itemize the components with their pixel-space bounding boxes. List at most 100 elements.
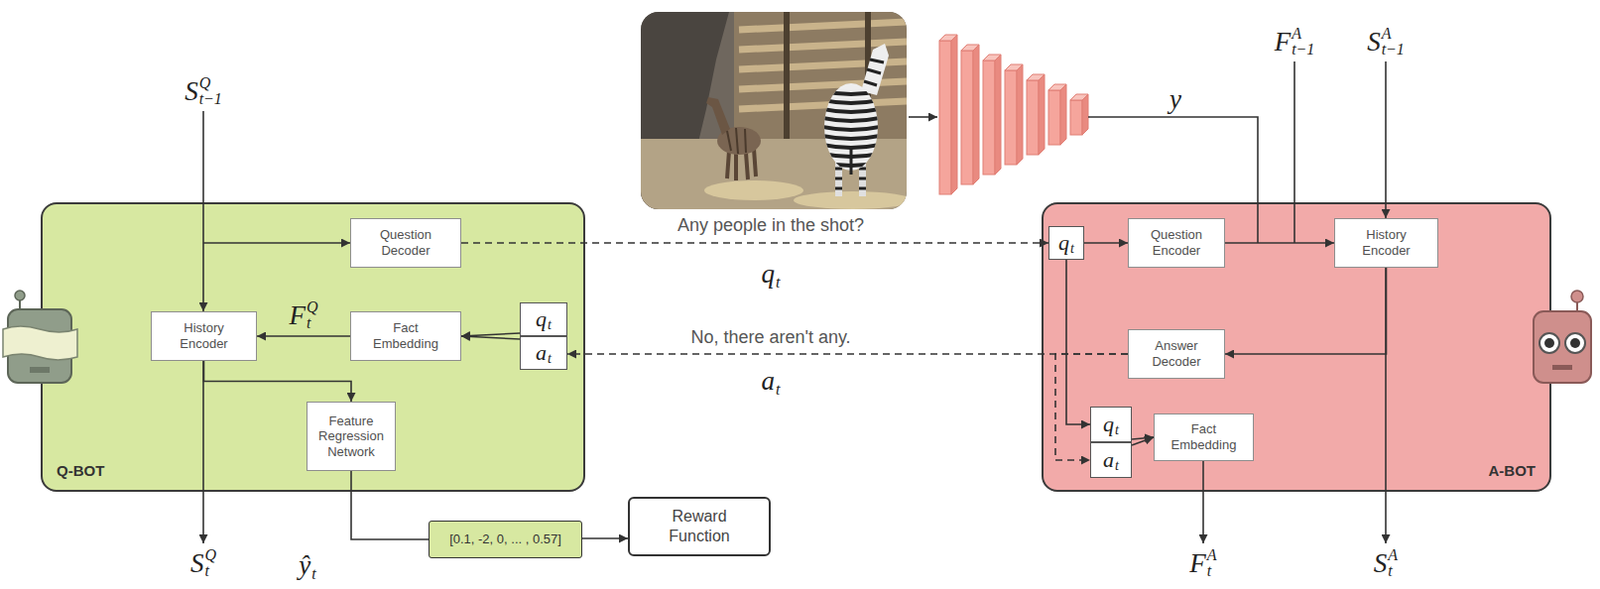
foal-stripes (727, 127, 746, 154)
token-symbol: q (535, 308, 547, 331)
fact-wire (1202, 461, 1205, 544)
subscript: t (547, 352, 552, 367)
math-symbol: F (288, 302, 306, 330)
cnn-layer (951, 34, 958, 195)
cnn-icon (939, 34, 1089, 195)
math-label: SAt (1373, 547, 1398, 580)
cnn-layer (939, 40, 952, 195)
antenna-tip (1571, 290, 1584, 303)
subscript: t (1114, 459, 1119, 474)
script-stack: Qt (306, 299, 319, 332)
module-box: Answer Decoder (1127, 329, 1226, 379)
script-stack: Qt−1 (199, 75, 223, 108)
math-label: qt (761, 260, 781, 288)
math-symbol: a (761, 368, 776, 395)
cnn-layer (983, 60, 995, 175)
cnn-layer (1060, 84, 1067, 145)
state-wire (203, 242, 351, 245)
message-arrow (461, 242, 1049, 245)
module-box: History Encoder (150, 311, 257, 362)
neck-stripes (863, 59, 884, 86)
math-label: FAt (1189, 547, 1217, 580)
math-label: FQt (288, 299, 318, 332)
fact-wire (1293, 61, 1296, 244)
superscript: A (1207, 547, 1218, 564)
fence-slats (738, 21, 907, 110)
superscript: Q (199, 75, 212, 92)
box-label: Answer Decoder (1141, 338, 1212, 370)
antenna-tip (14, 290, 25, 301)
image-wire (908, 116, 938, 119)
message-text: Any people in the shot? (677, 215, 864, 238)
module-box: Question Encoder (1127, 218, 1226, 268)
math-symbol: S (1366, 28, 1381, 56)
superscript: A (1381, 25, 1392, 42)
robot-grille (29, 367, 50, 373)
math-label: SQt (190, 547, 217, 580)
subscript: t (1114, 423, 1119, 438)
module-box: Fact Embedding (1153, 413, 1254, 462)
robot-grille (1552, 365, 1573, 370)
connector (1225, 242, 1335, 245)
cnn-layer (1026, 80, 1039, 155)
box-label: Fact Embedding (1167, 421, 1240, 453)
fence (734, 11, 907, 141)
agent-panel: Q-BOTQuestion DecoderHistory EncoderFact… (40, 202, 586, 493)
module-box: Feature Regression Network (306, 401, 396, 472)
photo-ground (640, 11, 907, 210)
math-symbol: y (1169, 86, 1182, 114)
box-label: Question Decoder (364, 227, 448, 258)
script-stack: At (1207, 547, 1218, 580)
zebra-photo (640, 11, 907, 210)
cnn-layer (1048, 90, 1061, 145)
superscript: Q (204, 547, 217, 564)
subscript: t (311, 565, 316, 582)
token-symbol: q (1103, 413, 1114, 436)
hay (793, 191, 907, 210)
token-box: at (1090, 442, 1132, 479)
math-label: ŷt (298, 552, 316, 580)
connector (1084, 242, 1128, 245)
math-label: at (761, 368, 781, 395)
connector (582, 537, 628, 540)
zebra-tail (850, 148, 854, 175)
cnn-layer (1082, 94, 1089, 135)
token-symbol: a (1103, 449, 1114, 472)
connector (256, 335, 351, 338)
token-box: qt (1090, 406, 1132, 443)
subscript: t (775, 273, 780, 290)
box-label: Reward Function (659, 506, 739, 547)
script-stack: At−1 (1381, 25, 1405, 58)
math-symbol: ŷ (298, 552, 311, 580)
robot-pupil (1570, 338, 1581, 349)
message-arrow (567, 353, 1128, 356)
subscript: t (1207, 563, 1212, 580)
hay (704, 180, 804, 201)
cnn-layer (1004, 70, 1017, 165)
subscript: t−1 (1291, 41, 1315, 58)
robot-eye (1565, 333, 1586, 354)
state-wire (202, 361, 205, 544)
vector-box: [0.1, -2, 0, ... , 0.57] (428, 520, 583, 559)
robot-pupil (1544, 338, 1555, 349)
state-wire (202, 111, 205, 312)
subscript: t (306, 315, 311, 332)
module-box: Fact Embedding (350, 311, 462, 362)
message-text: No, there aren't any. (690, 327, 851, 350)
script-stack: Qt (204, 547, 217, 580)
token-box: qt (519, 302, 568, 337)
script-stack: At (1387, 547, 1398, 580)
cnn-layer (1070, 100, 1083, 135)
box-label: Feature Regression Network (312, 413, 390, 461)
box-label: History Encoder (164, 320, 244, 352)
math-symbol: S (1373, 550, 1388, 578)
subscript: t (204, 563, 209, 580)
math-symbol: S (190, 550, 205, 578)
cnn-layer (1038, 74, 1045, 155)
cnn-layer (1016, 64, 1023, 165)
subscript: t (1387, 563, 1392, 580)
zebra-neck (861, 43, 889, 96)
math-label: SQt−1 (184, 75, 223, 108)
token-symbol: a (535, 342, 547, 365)
